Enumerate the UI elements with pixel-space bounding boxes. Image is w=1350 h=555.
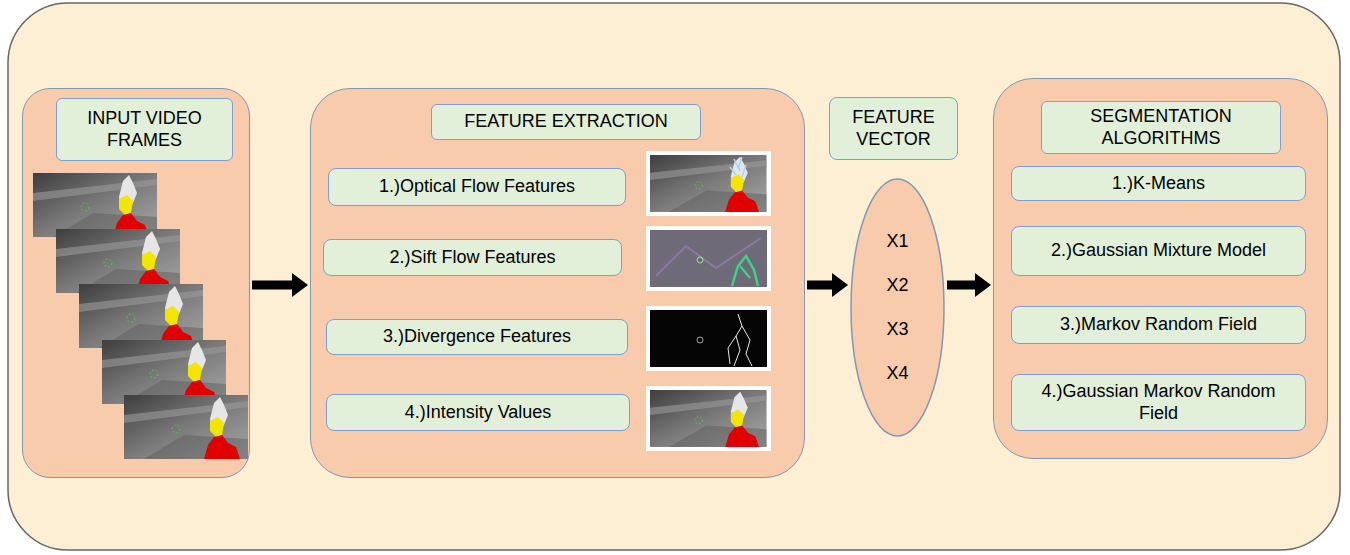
- panel-title: INPUT VIDEO FRAMES: [65, 108, 224, 151]
- panel-title: FEATURE EXTRACTION: [464, 111, 668, 133]
- panel-header: FEATURE EXTRACTION: [431, 104, 701, 140]
- process-box: 1.)Optical Flow Features: [328, 168, 626, 206]
- box-label: 3.)Divergence Features: [383, 326, 571, 348]
- group-panel: SEGMENTATION ALGORITHMS 1.)K-Means 2.)Gaus…: [993, 78, 1328, 459]
- process-box: 4.)Intensity Values: [326, 394, 630, 431]
- process-box: 2.)Sift Flow Features: [323, 239, 622, 276]
- box-label: 4.)Intensity Values: [405, 402, 552, 424]
- ellipse-outline: [850, 178, 945, 437]
- feature-vector-ellipse: X1X2X3X4: [850, 178, 945, 437]
- process-box: 4.)Gaussian Markov Random Field: [1011, 374, 1306, 431]
- process-box: 1.)K-Means: [1011, 166, 1306, 201]
- flow-arrow: [947, 273, 991, 297]
- box-label: FEATURE VECTOR: [838, 107, 949, 150]
- box-label: 3.)Markov Random Field: [1060, 314, 1257, 336]
- group-panel: INPUT VIDEO FRAMES: [22, 88, 250, 478]
- box-label: 1.)Optical Flow Features: [379, 176, 575, 198]
- outer-frame: [8, 3, 1340, 550]
- panel-header: INPUT VIDEO FRAMES: [56, 98, 233, 161]
- flow-arrow: [252, 273, 308, 297]
- panel-header: SEGMENTATION ALGORITHMS: [1041, 101, 1281, 154]
- vector-component: X4: [886, 363, 908, 385]
- box-label: 2.)Sift Flow Features: [389, 247, 555, 269]
- process-box: 3.)Markov Random Field: [1011, 306, 1306, 344]
- flow-arrow: [807, 273, 848, 297]
- vector-component: X2: [886, 275, 908, 297]
- vector-component: X3: [886, 319, 908, 341]
- process-box: FEATURE VECTOR: [829, 97, 958, 160]
- box-label: 4.)Gaussian Markov Random Field: [1020, 381, 1297, 424]
- process-box: 3.)Divergence Features: [326, 319, 628, 355]
- process-box: 2.)Gaussian Mixture Model: [1011, 226, 1306, 276]
- box-label: 2.)Gaussian Mixture Model: [1051, 240, 1266, 262]
- vector-component: X1: [886, 231, 908, 253]
- panel-title: SEGMENTATION ALGORITHMS: [1050, 106, 1272, 149]
- group-panel: FEATURE EXTRACTION 1.)Optical Flow Featur…: [310, 88, 805, 478]
- box-label: 1.)K-Means: [1112, 173, 1205, 195]
